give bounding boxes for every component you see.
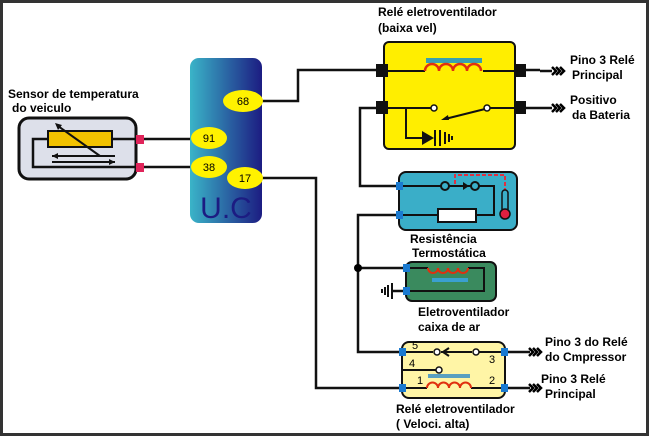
connector [403, 264, 410, 272]
cabin-fan: Eletroventilador caixa de ar [381, 261, 510, 334]
relay-low-speed: Relé eletroventilador (baixa vel) Pino 3… [376, 5, 635, 150]
output-label: Pino 3 Relé [541, 372, 606, 386]
relay-core [426, 58, 482, 63]
uc-pin-label: 38 [203, 162, 215, 174]
thermo-label-1: Resistência [410, 232, 477, 246]
coil-icon [423, 62, 483, 72]
connector [501, 384, 508, 392]
uc-pin-17 [227, 167, 263, 189]
output-label: Principal [572, 68, 623, 82]
coil-icon [426, 381, 472, 389]
output-label: da Bateria [572, 108, 630, 122]
relay-low-title-2: (baixa vel) [378, 21, 437, 35]
junction-dot [354, 264, 362, 272]
resistor-icon [437, 208, 477, 223]
uc-pin-label: 91 [203, 133, 215, 145]
ground-icon [381, 283, 393, 299]
connector [396, 211, 403, 219]
connector [376, 101, 388, 114]
pin-label: 5 [412, 340, 418, 352]
output-label: Principal [545, 387, 596, 401]
output-label: Positivo [570, 93, 617, 107]
connector [396, 182, 403, 190]
uc-pin-38 [191, 156, 227, 178]
pin-label: 3 [489, 354, 495, 366]
connector [514, 101, 526, 114]
pin-label: 2 [489, 375, 495, 387]
sensor-connector [136, 135, 144, 144]
temperature-sensor: Sensor de temperatura do veiculo [8, 87, 144, 181]
sensor-label-2: do veiculo [12, 101, 71, 115]
connector [514, 64, 526, 77]
fan-label-1: Eletroventilador [418, 305, 510, 319]
uc-pin-68 [223, 90, 263, 112]
uc-label: U.C [200, 192, 252, 225]
relay-high-speed: 5 4 3 1 2 Pino 3 do Relé do Cmpressor Pi… [396, 335, 628, 431]
sensor-connector [136, 163, 144, 172]
fan-label-2: caixa de ar [418, 320, 480, 334]
connector [399, 348, 406, 356]
relay-high-title-2: ( Veloci. alta) [396, 417, 469, 431]
wires [137, 68, 540, 390]
coil-icon [427, 267, 469, 274]
thermostatic-resistance: Resistência Termostática [396, 171, 518, 260]
uc-pin-label: 17 [239, 173, 251, 185]
control-unit: 68 91 38 17 U.C [190, 58, 263, 225]
output-label: Pino 3 Relé [570, 53, 635, 67]
output-label: do Cmpressor [545, 350, 627, 364]
uc-pin-91 [191, 127, 227, 149]
relay-low-title-1: Relé eletroventilador [378, 5, 497, 19]
uc-pin-label: 68 [237, 96, 249, 108]
connector [399, 384, 406, 392]
diode-icon [422, 131, 434, 145]
thermo-label-2: Termostática [412, 246, 486, 260]
relay-high-title-1: Relé eletroventilador [396, 402, 515, 416]
connector [501, 348, 508, 356]
connector [403, 287, 410, 295]
output-label: Pino 3 do Relé [545, 335, 628, 349]
pin-label: 1 [417, 375, 423, 387]
connector [376, 64, 388, 77]
sensor-label-1: Sensor de temperatura [8, 87, 139, 101]
pin-label: 4 [409, 358, 415, 370]
